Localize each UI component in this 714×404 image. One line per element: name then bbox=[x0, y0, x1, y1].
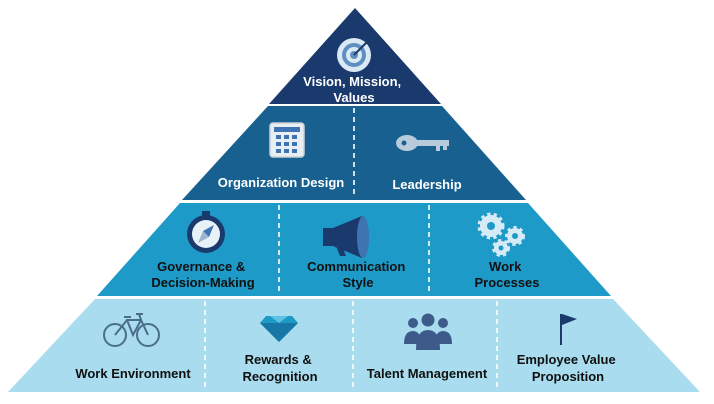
employee-value-proposition-label: Employee Value Proposition bbox=[517, 352, 620, 384]
rewards-recognition-label: Rewards & Recognition bbox=[242, 352, 317, 384]
target-icon bbox=[337, 37, 372, 72]
bicycle-icon bbox=[103, 313, 160, 347]
work-environment-label: Work Environment bbox=[75, 366, 191, 381]
gears-icon bbox=[477, 212, 525, 257]
megaphone-icon bbox=[323, 216, 369, 258]
calendar-icon bbox=[269, 122, 305, 158]
talent-management-label: Talent Management bbox=[367, 366, 488, 381]
tier-4-band bbox=[8, 299, 700, 392]
people-icon bbox=[404, 313, 452, 350]
flag-icon bbox=[560, 314, 577, 345]
diamond-icon bbox=[260, 316, 298, 342]
organization-design-label: Organization Design bbox=[218, 175, 344, 190]
leadership-label: Leadership bbox=[392, 177, 461, 192]
compass-icon bbox=[187, 211, 225, 253]
key-icon bbox=[396, 135, 449, 151]
work-processes-label: Work Processes bbox=[474, 259, 539, 290]
communication-style-label: Communication Style bbox=[307, 259, 409, 290]
governance-label: Governance & Decision-Making bbox=[151, 259, 254, 290]
vision-mission-values-label: Vision, Mission, Values bbox=[303, 74, 405, 105]
